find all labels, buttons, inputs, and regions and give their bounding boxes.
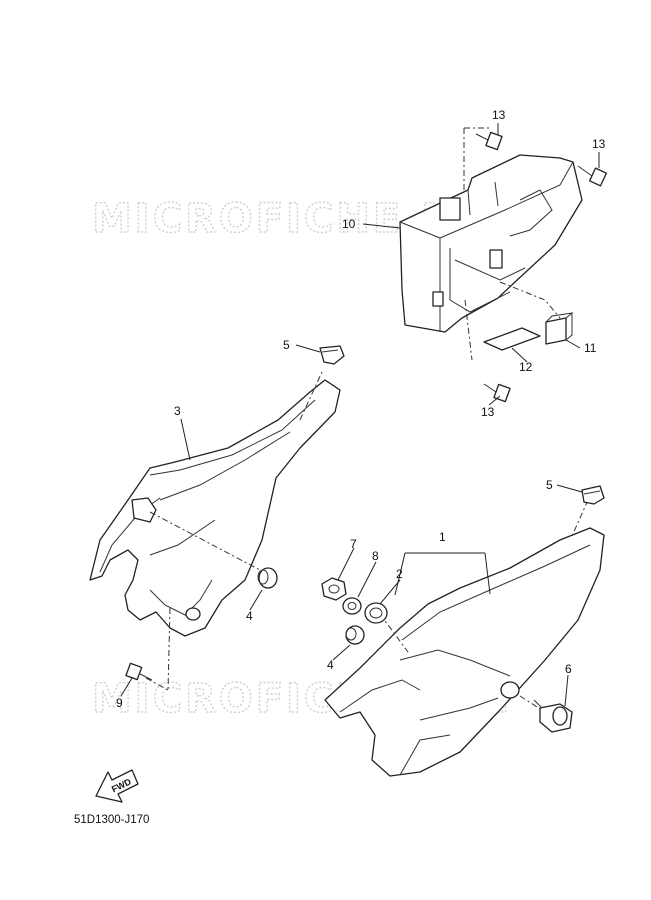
callout-4-right: 4: [327, 658, 334, 672]
callout-12: 12: [519, 360, 533, 374]
callout-6: 6: [565, 662, 572, 676]
callout-13-top: 13: [492, 108, 506, 122]
callout-8: 8: [372, 549, 379, 563]
callout-5-right: 5: [546, 478, 553, 492]
bolt-13-right: [577, 165, 608, 187]
diagram-code: 51D1300-J170: [74, 814, 149, 826]
callout-13-right: 13: [592, 137, 606, 151]
leader-lines: [120, 123, 600, 707]
callout-10: 10: [342, 217, 356, 231]
battery-box: [399, 154, 583, 361]
battery-band-block: [545, 312, 574, 345]
callout-1: 1: [439, 530, 446, 544]
washer-8: [342, 597, 362, 615]
nut-7: [321, 577, 347, 601]
callout-2: 2: [396, 567, 403, 581]
callout-7: 7: [350, 537, 357, 551]
callout-11: 11: [584, 341, 597, 355]
grommet-4-right: [345, 625, 365, 645]
collar-2: [364, 602, 388, 624]
bolt-13-top: [463, 127, 503, 192]
grommet-4-left: [257, 567, 278, 589]
callout-9: 9: [116, 696, 123, 710]
clip-5-left: [319, 345, 345, 365]
fwd-arrow-icon: FWD: [95, 769, 139, 803]
clip-5-right: [581, 485, 605, 505]
side-cover-right: [324, 499, 605, 777]
callout-4-left: 4: [246, 609, 253, 623]
callout-3: 3: [174, 404, 181, 418]
lock-6: [533, 699, 573, 733]
bolt-9: [125, 662, 169, 691]
callout-5-left: 5: [283, 338, 290, 352]
battery-pad: [483, 327, 541, 351]
side-cover-left: [89, 371, 341, 691]
callout-13-bottom: 13: [481, 405, 495, 419]
